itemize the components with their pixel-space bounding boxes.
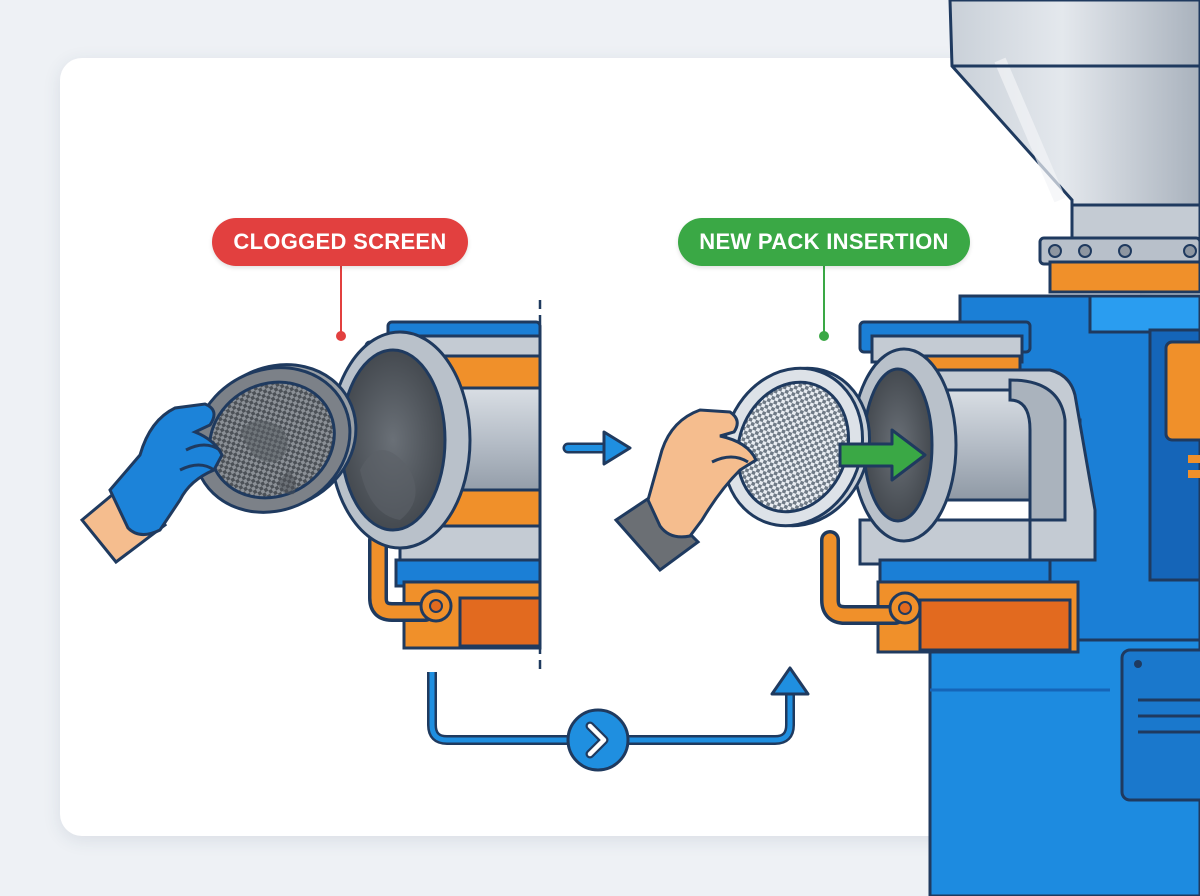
bare-hand (613, 408, 758, 573)
clogged-screen-text: CLOGGED SCREEN (233, 229, 447, 254)
new-screen-pack-disc (721, 366, 872, 528)
clogged-screen-label: CLOGGED SCREEN (212, 218, 468, 266)
chevron-right-icon (566, 708, 630, 772)
screen-changer-left (328, 300, 542, 672)
green-insert-arrow-icon (838, 428, 927, 482)
access-panel (1120, 648, 1200, 802)
callout-leader-red (336, 266, 346, 341)
arrow-right-icon (562, 430, 632, 466)
hopper-funnel (948, 0, 1200, 217)
screen-changer-right (820, 320, 1097, 654)
new-pack-insertion-text: NEW PACK INSERTION (699, 229, 949, 254)
extruder-machine (928, 0, 1200, 896)
new-pack-insertion-label: NEW PACK INSERTION (678, 218, 970, 266)
gloved-hand (79, 402, 224, 565)
callout-leader-green (819, 266, 829, 341)
control-panel (1164, 340, 1200, 442)
